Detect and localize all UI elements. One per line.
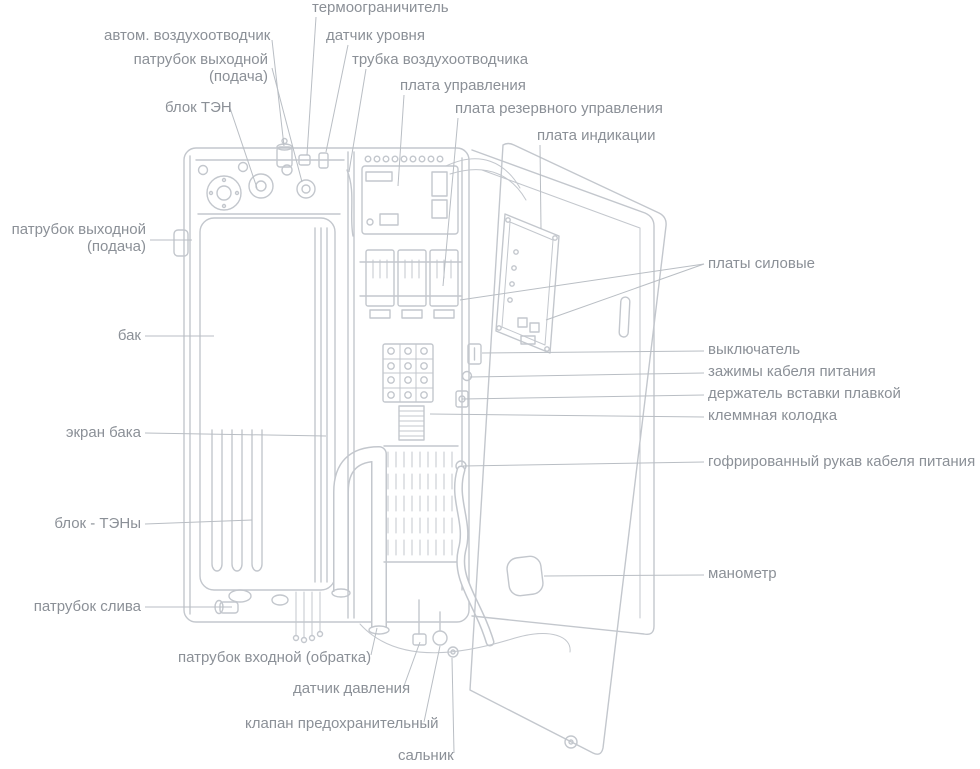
leader-safety-valve xyxy=(423,645,441,723)
leader-power-boards-a xyxy=(459,263,705,301)
label-tank-screen: экран бака xyxy=(65,424,141,441)
heater-tube xyxy=(231,429,243,572)
label-tank: бак xyxy=(117,327,141,344)
inlet-pipe-return xyxy=(368,625,390,635)
label-inlet-pipe-return: патрубок входной (обратка) xyxy=(178,649,372,666)
label-power-boards: платы силовые xyxy=(708,255,815,272)
leader-switch xyxy=(481,350,705,354)
leader-thermal-limiter xyxy=(306,16,317,156)
safety-valve xyxy=(432,630,448,646)
leader-power-boards-b xyxy=(545,263,705,321)
heater-flange-plate xyxy=(197,161,341,215)
leader-level-sensor xyxy=(325,44,349,153)
panel-screw xyxy=(564,735,578,749)
leader-pressure-sensor xyxy=(403,641,421,687)
cable-clamp xyxy=(461,370,473,382)
electrical-column xyxy=(347,151,463,619)
label-fuse-holder: держатель вставки плавкой xyxy=(708,385,901,402)
leader-outlet-pipe-top xyxy=(271,67,303,183)
pressure-gauge xyxy=(506,555,544,597)
power-cable xyxy=(359,623,571,654)
leader-corrugated-sleeve xyxy=(462,461,705,467)
label-heater-elements: блок - ТЭНы xyxy=(54,515,141,532)
leader-tank-screen xyxy=(144,432,327,437)
outlet-pipe-top xyxy=(296,179,316,199)
panel-slot xyxy=(618,296,631,338)
outlet-pipe-left-stub xyxy=(173,229,189,257)
corrugated-sleeve xyxy=(453,465,495,647)
label-outlet-pipe-supply-top: патрубок выходной (подача) xyxy=(133,51,268,85)
leader-cable-clamps xyxy=(469,372,705,378)
leader-lines xyxy=(144,16,705,754)
leader-heater-block xyxy=(229,107,258,189)
label-gland: сальник xyxy=(398,747,454,764)
main-pipe xyxy=(331,446,390,635)
indication-board xyxy=(495,213,560,354)
label-heater-block: блок ТЭН xyxy=(165,99,232,116)
label-indication-board: плата индикации xyxy=(537,127,656,144)
label-backup-control-board: плата резервного управления xyxy=(455,100,663,117)
label-pressure-gauge: манометр xyxy=(708,565,777,582)
label-thermal-limiter: термоограничитель xyxy=(312,0,449,16)
label-control-board: плата управления xyxy=(400,77,526,94)
label-corrugated-sleeve: гофрированный рукав кабеля питания xyxy=(708,453,976,470)
leader-auto-air-vent xyxy=(271,39,285,147)
open-door xyxy=(471,149,655,636)
leader-terminal-block xyxy=(429,413,705,418)
thermal-limiter xyxy=(298,154,311,166)
label-auto-air-vent: автом. воздухоотводчик xyxy=(104,27,271,44)
wires xyxy=(445,158,527,201)
vent-slots xyxy=(383,445,459,563)
label-pressure-sensor: датчик давления xyxy=(293,680,411,697)
heater-tube xyxy=(251,429,263,572)
heater-tube xyxy=(211,429,223,572)
leader-air-vent-tube xyxy=(348,68,367,173)
leader-heater-elements xyxy=(144,519,253,525)
tank xyxy=(199,217,336,591)
leader-control-board xyxy=(397,94,405,187)
leader-pressure-gauge xyxy=(543,574,705,577)
pressure-sensor xyxy=(412,633,427,646)
label-terminal-block: клеммная колодка xyxy=(708,407,838,424)
label-power-cable-clamps: зажимы кабеля питания xyxy=(708,363,876,380)
label-air-vent-tube: трубка воздухоотводчика xyxy=(352,51,529,68)
tank-group xyxy=(199,217,336,591)
leader-inlet-pipe xyxy=(370,627,378,656)
leader-indication-board xyxy=(539,144,542,230)
label-outlet-pipe-supply-left: патрубок выходной (подача) xyxy=(11,221,146,255)
main-switch xyxy=(467,343,482,365)
terminal-block xyxy=(382,343,434,403)
control-board xyxy=(361,165,459,235)
fuse-block xyxy=(398,405,425,441)
bottom-fittings xyxy=(359,599,571,658)
label-drain-pipe: патрубок слива xyxy=(33,598,141,615)
leader-gland xyxy=(451,657,455,754)
air-vent-tube xyxy=(346,169,354,237)
level-sensor xyxy=(318,152,329,169)
label-level-sensor: датчик уровня xyxy=(326,27,425,44)
label-safety-valve: клапан предохранительный xyxy=(245,715,439,732)
side-panel xyxy=(469,142,667,755)
auto-air-vent xyxy=(276,137,293,168)
leader-fuse-holder xyxy=(461,394,705,400)
power-contactor-block xyxy=(359,249,463,319)
tank-bottom-fittings xyxy=(214,589,324,644)
label-switch: выключатель xyxy=(708,341,801,358)
leader-backup-control-board xyxy=(442,117,459,287)
